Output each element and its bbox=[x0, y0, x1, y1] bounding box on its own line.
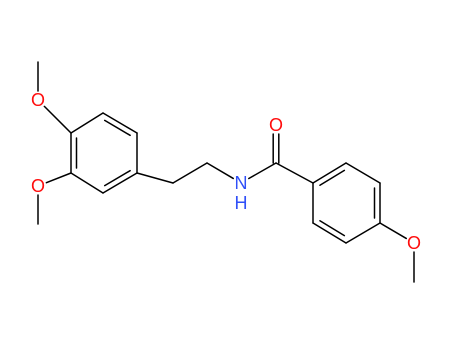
bond-r3-r4 bbox=[102, 172, 138, 194]
bond-c1-c2 bbox=[172, 162, 208, 184]
bond-r1-r2 bbox=[102, 112, 138, 134]
bond-r5-o2 bbox=[45, 172, 72, 184]
bond-n-cc bbox=[248, 162, 277, 180]
bond-s3-s4 bbox=[345, 222, 381, 244]
atom-label-n-amide-hydrogen: H bbox=[235, 193, 248, 213]
bond-inner-r1-r2 bbox=[103, 119, 131, 137]
bond-s4-o3 bbox=[379, 222, 407, 240]
atom-label-o-bottom-ring-left: O bbox=[31, 176, 45, 196]
bond-r4-r5 bbox=[70, 172, 104, 194]
bond-inner-r3-r4 bbox=[103, 169, 131, 187]
atom-label-o-top-ring-left: O bbox=[31, 90, 45, 110]
bond-cc-s1 bbox=[275, 162, 314, 184]
bond-r6-r1 bbox=[70, 112, 104, 134]
atom-labels: O O NH O O bbox=[31, 90, 421, 253]
bond-s6-s1 bbox=[312, 162, 347, 184]
bond-inner-s2-s3 bbox=[319, 220, 346, 237]
bond-s5-s6 bbox=[345, 162, 381, 184]
atom-label-n-amide: N bbox=[235, 173, 248, 193]
bonds bbox=[37, 61, 415, 283]
atom-label-o-para-ring-right: O bbox=[407, 233, 421, 253]
bond-r3-c1 bbox=[136, 172, 174, 184]
bond-s2-s3 bbox=[312, 222, 347, 244]
bond-inner-s6-s1 bbox=[319, 169, 346, 186]
bond-c2-n bbox=[206, 162, 234, 180]
atom-label-o-carbonyl: O bbox=[269, 115, 283, 135]
bond-r6-o1 bbox=[43, 105, 72, 134]
